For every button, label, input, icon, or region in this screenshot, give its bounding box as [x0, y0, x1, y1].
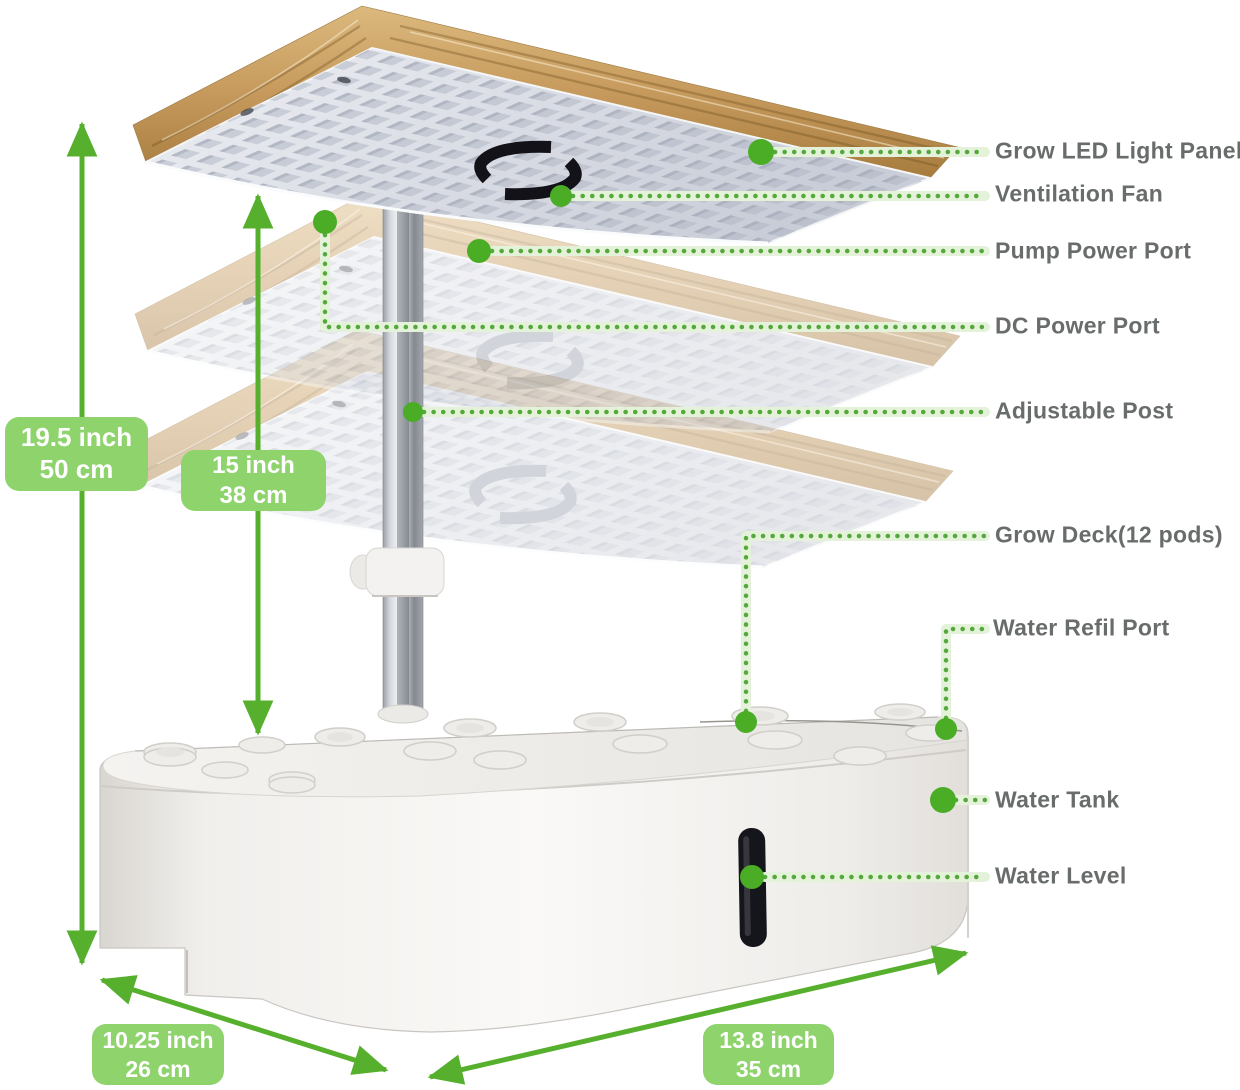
label-ventilation-fan: Ventilation Fan	[995, 180, 1164, 207]
dimension-cm: 38 cm	[219, 481, 288, 509]
dimension-cm: 26 cm	[125, 1055, 191, 1082]
label-grow-deck: Grow Deck(12 pods)	[995, 521, 1223, 548]
width-dimension-line	[427, 945, 969, 1085]
label-water-refil-port: Water Refil Port	[993, 614, 1170, 641]
dimension-badge-panel-height: 15 inch 38 cm	[181, 450, 326, 511]
dimension-badge-total-height: 19.5 inch 50 cm	[5, 417, 148, 491]
label-water-level: Water Level	[995, 862, 1127, 889]
dimension-inches: 19.5 inch	[20, 422, 133, 453]
label-pump-power-port: Pump Power Port	[995, 237, 1192, 264]
leader-lines	[320, 147, 990, 882]
depth-dimension-line	[99, 975, 389, 1075]
label-dc-power-port: DC Power Port	[995, 312, 1160, 339]
dimension-inches: 10.25 inch	[102, 1027, 214, 1054]
marker-dots	[313, 139, 957, 889]
dimension-cm: 35 cm	[735, 1055, 802, 1082]
dimension-inches: 15 inch	[212, 452, 295, 480]
label-adjustable-post: Adjustable Post	[995, 397, 1174, 424]
label-water-tank: Water Tank	[995, 786, 1120, 813]
dimension-badge-depth: 10.25 inch 26 cm	[92, 1024, 224, 1085]
post-collar	[349, 547, 445, 597]
label-grow-led-light-panel: Grow LED Light Panel	[995, 137, 1240, 164]
dimension-inches: 13.8 inch	[719, 1027, 818, 1054]
dimension-badge-width: 13.8 inch 35 cm	[703, 1024, 834, 1085]
dimension-cm: 50 cm	[39, 454, 114, 484]
